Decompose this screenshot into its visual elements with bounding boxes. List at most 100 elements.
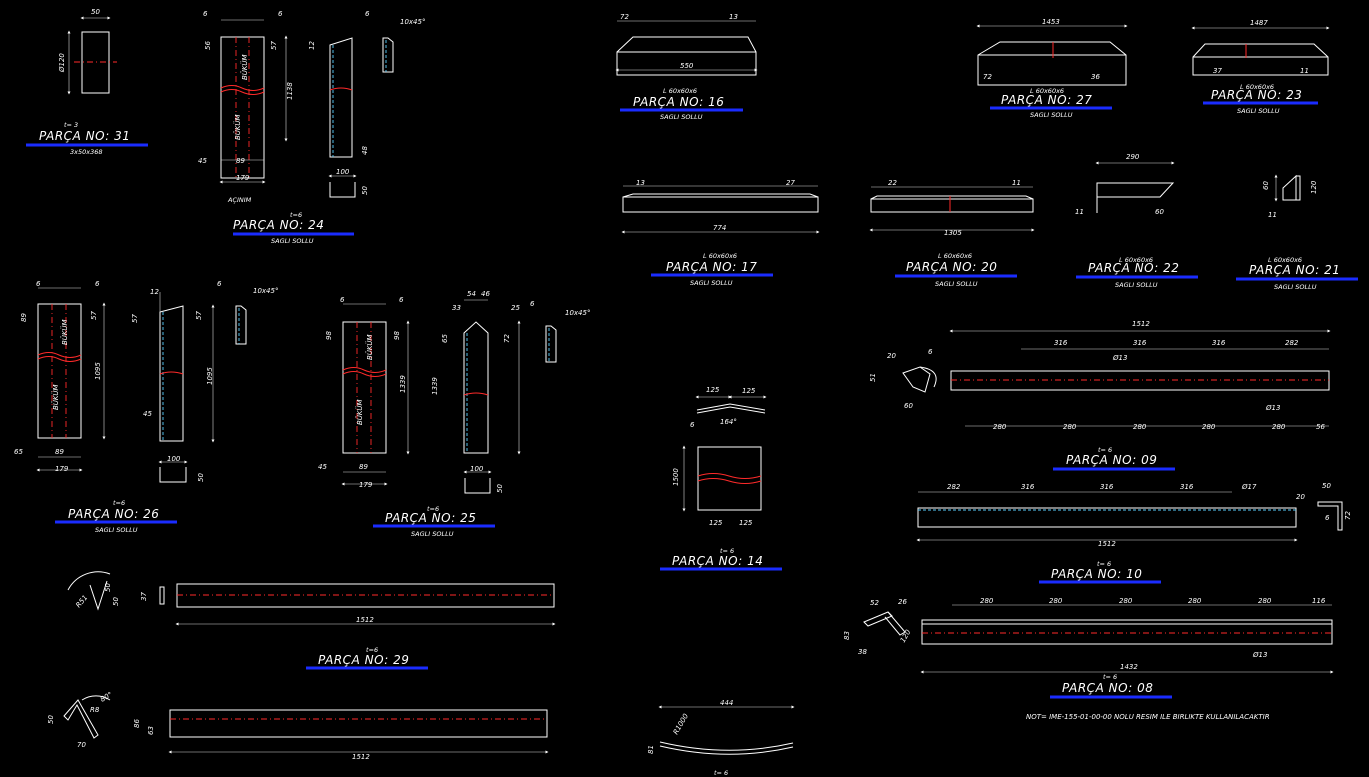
profile-note: L 60x60x6 xyxy=(1030,87,1064,95)
part-14: 125 125 6 164° 1500 125 125 t= 6 PARÇA N… xyxy=(660,386,782,571)
dim-text: 50 xyxy=(91,8,100,16)
dim-text: 280 xyxy=(993,423,1007,431)
dim-text: 120 xyxy=(899,628,913,644)
part-17: 13 27 774 L 60x60x6 PARÇA NO: 17 SAGLI S… xyxy=(621,179,820,287)
dim-text: 38 xyxy=(858,648,867,656)
dim-text: 6 xyxy=(928,348,933,356)
dim-text: 65 xyxy=(14,448,23,456)
dim-text: 80° xyxy=(99,691,114,704)
dim-text: 6 xyxy=(278,10,283,18)
part-label: PARÇA NO: 17 xyxy=(666,260,757,274)
dim-text: 1095 xyxy=(94,362,102,380)
dim-text: 444 xyxy=(720,699,733,707)
part-sub-label: SAGLI SOLLU xyxy=(935,280,978,288)
dim-text: 1339 xyxy=(431,377,439,395)
thickness-note: t= 6 xyxy=(1098,446,1112,454)
dim-text: 1500 xyxy=(672,468,680,486)
dim-text: 65 xyxy=(441,334,449,343)
dim-text: 50 xyxy=(112,597,120,606)
thickness-note: t= 6 xyxy=(1103,673,1117,681)
dim-text: 57 xyxy=(90,311,98,320)
part-20: 22 11 1305 L 60x60x6 PARÇA NO: 20 SAGLI … xyxy=(869,179,1035,288)
part-10: 282 316 316 316 Ø17 1512 20 50 72 6 t= 6… xyxy=(916,482,1352,584)
part-label: PARÇA NO: 10 xyxy=(1051,567,1142,581)
dim-text: 11 xyxy=(1268,211,1277,219)
dim-text: 100 xyxy=(167,455,181,463)
dim-text: 280 xyxy=(1202,423,1216,431)
part-sub-label: 3x50x368 xyxy=(70,148,103,156)
dim-text: 6 xyxy=(690,421,695,429)
dim-text: 11 xyxy=(1012,179,1021,187)
dim-text: 100 xyxy=(470,465,484,473)
part-sub-label: SAGLI SOLLU xyxy=(660,113,703,121)
dim-text: 25 xyxy=(511,304,520,312)
part-label: PARÇA NO: 16 xyxy=(633,95,724,109)
part-sub-label: SAGLI SOLLU xyxy=(1115,281,1158,289)
dim-text: R1000 xyxy=(672,712,691,736)
dim-text: 164° xyxy=(720,418,737,426)
part-label: PARÇA NO: 25 xyxy=(385,511,476,525)
dim-text: 46 xyxy=(481,290,490,298)
thickness-note: t= 6 xyxy=(714,769,728,777)
part-label: PARÇA NO: 26 xyxy=(68,507,159,521)
part-sub-label: SAGLI SOLLU xyxy=(95,526,138,534)
dim-text: 37 xyxy=(1213,67,1222,75)
dim-text: 56 xyxy=(204,41,212,50)
part-label: PARÇA NO: 09 xyxy=(1066,453,1157,467)
dim-text: 6 xyxy=(365,10,370,18)
dim-text: 72 xyxy=(983,73,992,81)
dim-text: 1138 xyxy=(286,82,294,100)
dim-text: 280 xyxy=(1063,423,1077,431)
dim-text: 33 xyxy=(452,304,461,312)
part-label: PARÇA NO: 14 xyxy=(672,554,763,568)
dim-text: 45 xyxy=(198,157,207,165)
dim-text: 6 xyxy=(530,300,535,308)
dim-text: 57 xyxy=(131,314,139,323)
dim-text: 98 xyxy=(393,331,401,340)
thickness-note: t= 6 xyxy=(1097,560,1111,568)
dim-text: 1339 xyxy=(399,375,407,393)
part-label: PARÇA NO: 21 xyxy=(1249,263,1340,277)
dim-text: 60 xyxy=(1262,181,1270,190)
part-sub-label: SAGLI SOLLU xyxy=(690,279,733,287)
part-24: 6 6 56 57 1138 45 89 179 BÜKÜM BÜKÜM 10x… xyxy=(198,10,425,245)
dim-text: 72 xyxy=(1344,511,1352,520)
part-label: PARÇA NO: 22 xyxy=(1088,261,1179,275)
drawing-footnote: NOT= IME-155-01-00-00 NOLU RESIM ILE BIR… xyxy=(1026,713,1270,721)
dim-text: 11 xyxy=(1300,67,1309,75)
dim-text: 13 xyxy=(729,13,738,21)
part-label: PARÇA NO: 31 xyxy=(39,129,130,143)
part-bottom-left-bar: 80° R8 50 70 86 63 1512 xyxy=(47,691,549,761)
dim-text: 116 xyxy=(1312,597,1326,605)
dim-text: 89 xyxy=(359,463,368,471)
dim-text: 125 xyxy=(742,387,756,395)
dim-text: 179 xyxy=(236,174,250,182)
dim-text: 12 xyxy=(308,41,316,50)
dim-text: 316 xyxy=(1100,483,1114,491)
part-09-section: 20 6 51 60 xyxy=(869,348,937,410)
dim-text: 63 xyxy=(147,726,155,735)
dim-text: 290 xyxy=(1126,153,1140,161)
dim-text: 36 xyxy=(1091,73,1100,81)
dim-text: 89 xyxy=(20,313,28,322)
dim-text: 45 xyxy=(143,410,152,418)
dim-text: 282 xyxy=(1285,339,1299,347)
dim-text: 316 xyxy=(1021,483,1035,491)
thickness-note: t= 3 xyxy=(64,121,78,129)
thickness-note: t=6 xyxy=(290,211,302,219)
dim-text: 316 xyxy=(1180,483,1194,491)
dim-text: 6 xyxy=(95,280,100,288)
dim-text: 125 xyxy=(709,519,723,527)
dim-text: 26 xyxy=(898,598,907,606)
dim-text: 70 xyxy=(77,741,86,749)
dim-text: 20 xyxy=(887,352,896,360)
dim-text: 12 xyxy=(150,288,159,296)
dim-text: 48 xyxy=(361,146,369,155)
profile-note: L 60x60x6 xyxy=(663,87,697,95)
dim-text: 280 xyxy=(1133,423,1147,431)
dim-text: 179 xyxy=(359,481,373,489)
dim-text: 72 xyxy=(503,334,511,343)
dim-text: 10x45° xyxy=(253,287,278,295)
dim-text: 27 xyxy=(786,179,795,187)
